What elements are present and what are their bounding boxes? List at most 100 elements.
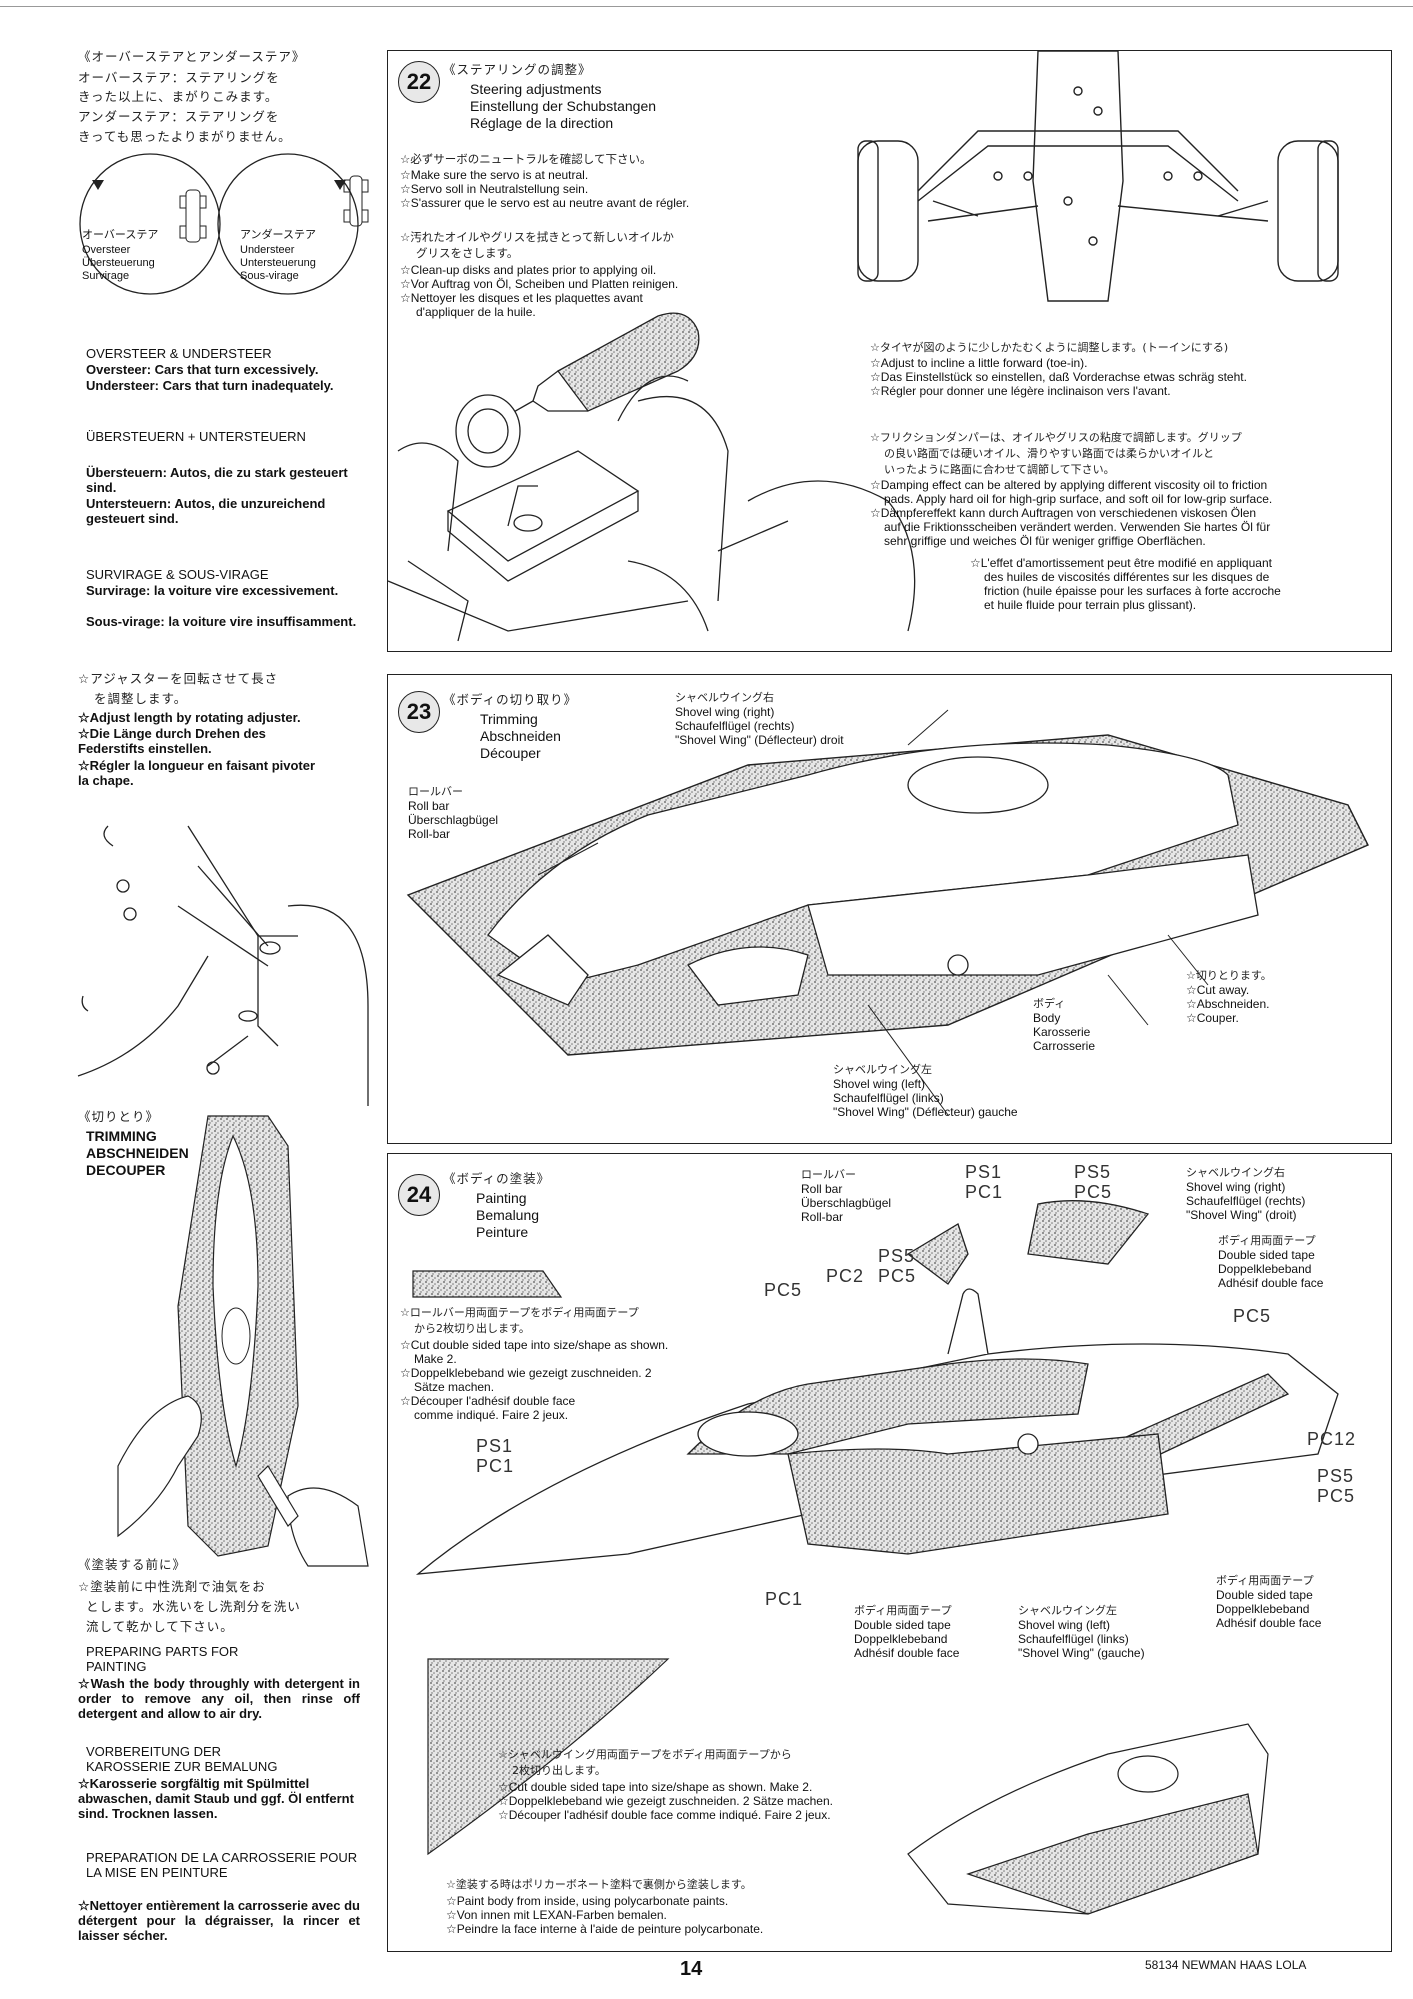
step-22-en-title: Steering adjustments <box>470 81 602 98</box>
damper-de-line3: sehr griffige und weiches Öl für weniger… <box>884 534 1206 548</box>
clean-en: ☆Clean-up disks and plates prior to appl… <box>400 263 656 277</box>
adjuster-jp-line2: を調整します。 <box>94 688 187 707</box>
circle-understeer-en: Understeer <box>240 243 294 257</box>
toein-fr: ☆Régler pour donner une légère inclinais… <box>870 384 1171 398</box>
color-pc5-right: PC5 <box>1233 1306 1271 1327</box>
adjuster-jp-line1: ☆アジャスターを回転させて長さ <box>78 668 278 687</box>
de-heading: ÜBERSTEUERN + UNTERSTEUERN <box>86 429 358 444</box>
top-rule <box>0 6 1413 7</box>
en-heading: OVERSTEER & UNDERSTEER <box>86 346 272 361</box>
wing-left-fr: "Shovel Wing" (Déflecteur) gauche <box>833 1105 1018 1119</box>
adjuster-en: ☆Adjust length by rotating adjuster. <box>78 710 363 725</box>
color-pc1-top: PC1 <box>965 1182 1003 1203</box>
circle-oversteer-fr: Survirage <box>82 269 129 283</box>
rollbar-de: Überschlagbügel <box>408 813 498 827</box>
prep-jp-title: 《塗装する前に》 <box>78 1554 186 1573</box>
prep-de-heading: VORBEREITUNG DER KAROSSERIE ZUR BEMALUNG <box>86 1744 306 1774</box>
s24-wing-right-de: Schaufelflügel (rechts) <box>1186 1194 1305 1208</box>
wingtape-jp-line1: ☆シャベルウイング用両面テープをボディ用両面テープから <box>498 1746 792 1762</box>
wing-left-jp: シャベルウイング左 <box>833 1061 932 1077</box>
body-jp: ボディ <box>1033 995 1065 1011</box>
rollbar-fr: Roll-bar <box>408 827 450 841</box>
step-22-de-title: Einstellung der Schubstangen <box>470 98 656 115</box>
fr-understeer: Sous-virage: la voiture vire insuffisamm… <box>86 614 358 629</box>
color-ps5-top: PS5 <box>1074 1162 1111 1183</box>
cut-jp: ☆切りとります。 <box>1186 967 1272 983</box>
s24-wing-right-jp: シャベルウイング右 <box>1186 1164 1285 1180</box>
body-fr: Carrosserie <box>1033 1039 1095 1053</box>
sidebar: 《オーバーステアとアンダーステア》 オーバーステア：ステアリングを きった以上に… <box>78 46 368 1976</box>
paint-de: ☆Von innen mit LEXAN-Farben bemalen. <box>446 1908 667 1922</box>
circle-oversteer-en: Oversteer <box>82 243 130 257</box>
color-pc1-left: PC1 <box>476 1456 514 1477</box>
wing-right-jp: シャベルウイング右 <box>675 689 774 705</box>
trimming-illustration <box>118 1106 368 1576</box>
cut-en: ☆Cut away. <box>1186 983 1249 997</box>
step-22-jp-title: 《ステアリングの調整》 <box>443 59 592 78</box>
s24-wing-left-en: Shovel wing (left) <box>1018 1618 1110 1632</box>
wingtape-fr: ☆Découper l'adhésif double face comme in… <box>498 1808 831 1822</box>
damper-de-line1: ☆Dämpfereffekt kann durch Auftragen von … <box>870 506 1256 520</box>
paint-fr: ☆Peindre la face interne à l'aide de pei… <box>446 1922 763 1936</box>
color-pc12: PC12 <box>1307 1429 1356 1450</box>
paint-jp: ☆塗装する時はポリカーボネート塗料で裏側から塗装します。 <box>446 1876 752 1892</box>
s24-rollbar-en: Roll bar <box>801 1182 842 1196</box>
wingtape-en: ☆Cut double sided tape into size/shape a… <box>498 1780 812 1794</box>
prep-fr: ☆Nettoyer entièrement la carrosserie ave… <box>78 1898 360 1943</box>
color-pc1-bottom: PC1 <box>765 1589 803 1610</box>
step-22-number: 22 <box>398 61 440 103</box>
wing-left-de: Schaufelflügel (links) <box>833 1091 944 1105</box>
s24-wing-left-jp: シャベルウイング左 <box>1018 1602 1117 1618</box>
s24-wing-left-fr: "Shovel Wing" (gauche) <box>1018 1646 1145 1660</box>
servo-jp: ☆必ずサーボのニュートラルを確認して下さい。 <box>400 151 651 167</box>
prep-fr-heading: PREPARATION DE LA CARROSSERIE POUR LA MI… <box>86 1850 368 1880</box>
de-oversteer: Übersteuern: Autos, die zu stark gesteue… <box>86 465 358 495</box>
wing-right-de: Schaufelflügel (rechts) <box>675 719 794 733</box>
s24-tape-top-fr: Adhésif double face <box>1218 1276 1323 1290</box>
color-ps1-top: PS1 <box>965 1162 1002 1183</box>
s24-wing-left-de: Schaufelflügel (links) <box>1018 1632 1129 1646</box>
damper-fr-line2: des huiles de viscosités différentes sur… <box>984 570 1269 584</box>
color-ps5-right: PS5 <box>1317 1466 1354 1487</box>
damper-fr-line3: friction (huile épaisse pour les surface… <box>984 584 1281 598</box>
de-understeer: Untersteuern: Autos, die unzureichend ge… <box>86 496 358 526</box>
s24-wing-right-fr: "Shovel Wing" (droit) <box>1186 1208 1297 1222</box>
damper-de-line2: auf die Friktionsscheiben verändert werd… <box>884 520 1270 534</box>
color-pc5-right2: PC5 <box>1317 1486 1355 1507</box>
circle-understeer-fr: Sous-virage <box>240 269 299 283</box>
color-ps5-mid: PS5 <box>878 1246 915 1267</box>
color-pc5-mid: PC5 <box>878 1266 916 1287</box>
cut-fr: ☆Couper. <box>1186 1011 1239 1025</box>
adjuster-de: ☆Die Länge durch Drehen des Federstifts … <box>78 726 328 756</box>
servo-en: ☆Make sure the servo is at neutral. <box>400 168 588 182</box>
s24-tape-bl-jp: ボディ用両面テープ <box>854 1602 952 1618</box>
wing-left-en: Shovel wing (left) <box>833 1077 925 1091</box>
oil-damper-illustration <box>388 301 948 651</box>
toein-jp: ☆タイヤが図のように少しかたむくように調整します。(トーインにする) <box>870 339 1228 355</box>
adjuster-fr: ☆Régler la longueur en faisant pivoter l… <box>78 758 328 788</box>
damper-en-line2: pads. Apply hard oil for high-grip surfa… <box>884 492 1272 506</box>
wing-right-fr: "Shovel Wing" (Déflecteur) droit <box>675 733 844 747</box>
damper-fr-line1: ☆L'effet d'amortissement peut être modif… <box>970 556 1272 570</box>
cut-de: ☆Abschneiden. <box>1186 997 1269 1011</box>
prep-de: ☆Karosserie sorgfältig mit Spülmittel ab… <box>78 1776 360 1821</box>
prep-jp-line2: とします。水洗いをし洗剤分を洗い <box>86 1596 301 1615</box>
servo-de: ☆Servo soll in Neutralstellung sein. <box>400 182 588 196</box>
prep-en: ☆Wash the body throughly with detergent … <box>78 1676 360 1721</box>
oversteer-jp-line2: きった以上に、まがりこみます。 <box>78 86 278 105</box>
wing-right-en: Shovel wing (right) <box>675 705 774 719</box>
s24-tape-top-en: Double sided tape <box>1218 1248 1315 1262</box>
servo-fr: ☆S'assurer que le servo est au neutre av… <box>400 196 689 210</box>
toein-en: ☆Adjust to incline a little forward (toe… <box>870 356 1088 370</box>
en-oversteer: Oversteer: Cars that turn excessively. <box>86 362 366 377</box>
s24-tape-br-fr: Adhésif double face <box>1216 1616 1321 1630</box>
step-22-fr-title: Réglage de la direction <box>470 115 613 132</box>
s24-tape-bl-fr: Adhésif double face <box>854 1646 959 1660</box>
circle-understeer-jp: アンダーステア <box>240 228 316 242</box>
s24-rollbar-fr: Roll-bar <box>801 1210 843 1224</box>
wingtape-jp-line2: 2枚切り出します。 <box>512 1762 606 1778</box>
understeer-jp-line2: きっても思ったよりまがりません。 <box>78 126 292 145</box>
adjuster-illustration <box>78 806 368 1106</box>
prep-jp-line3: 流して乾かして下さい。 <box>86 1616 234 1635</box>
damper-en-line1: ☆Damping effect can be altered by applyi… <box>870 478 1267 492</box>
